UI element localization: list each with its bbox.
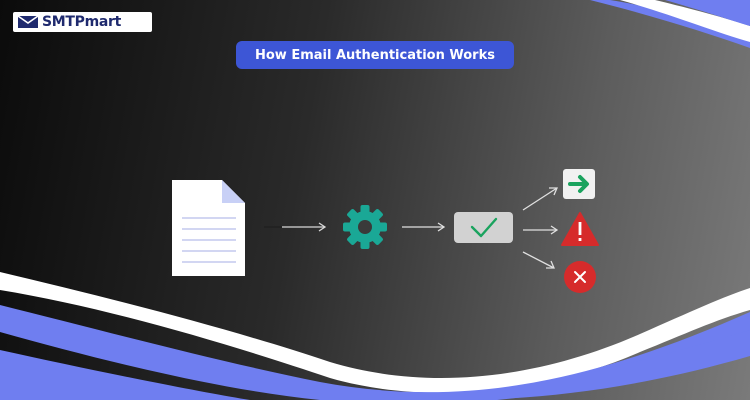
arrow-to-warning	[523, 225, 559, 235]
logo-envelope-icon	[17, 15, 39, 28]
gear-icon	[343, 205, 387, 249]
top-right-swoosh-white	[620, 0, 750, 42]
bottom-right-swoosh	[400, 330, 750, 400]
arrow-right-icon	[563, 169, 595, 199]
logo-text: SMTPmart	[42, 14, 122, 30]
arrow-to-reject	[522, 251, 555, 269]
bottom-left-swoosh	[0, 350, 250, 400]
top-right-swoosh-blue-inner	[665, 0, 750, 26]
arrow-to-deliver	[522, 187, 558, 211]
document-icon	[172, 180, 245, 276]
page-title: How Email Authentication Works	[236, 41, 514, 69]
warning-icon	[561, 212, 599, 246]
close-icon	[564, 261, 596, 293]
arrow-doc-to-gear	[264, 222, 327, 232]
check-icon	[454, 212, 513, 243]
bottom-blue-swoosh	[0, 305, 750, 400]
bottom-white-arc	[0, 272, 750, 393]
logo[interactable]: SMTPmart	[13, 12, 152, 32]
arrow-gear-to-check	[402, 222, 446, 232]
